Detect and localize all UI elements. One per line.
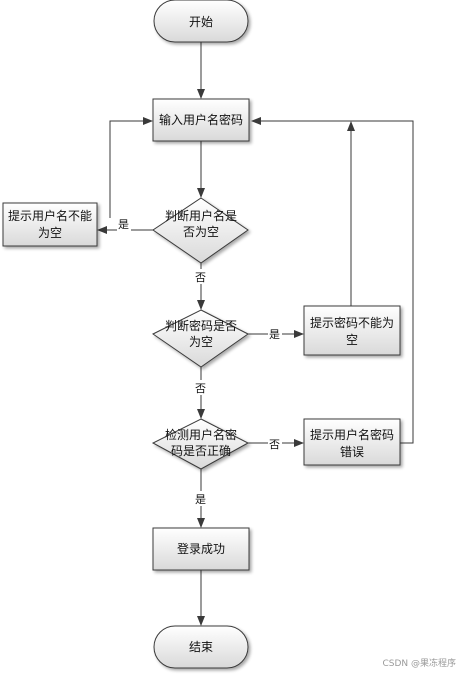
- node-end-label: 结束: [189, 640, 213, 654]
- node-check-user-empty: [152, 197, 249, 264]
- edge-prompt-wrong-back: [251, 117, 414, 444]
- node-prompt-user-empty-line2: 为空: [38, 226, 62, 240]
- node-input-user-pass: [152, 98, 250, 142]
- node-check-user-empty-line1: 判断用户名是: [165, 208, 237, 223]
- node-prompt-user-empty-line1: 提示用户名不能: [8, 208, 92, 223]
- watermark: CSDN @果冻程序: [382, 657, 456, 669]
- node-prompt-wrong: [303, 418, 401, 466]
- node-prompt-wrong-line2: 错误: [340, 445, 364, 459]
- edge-label-verify-yes: 是: [195, 493, 206, 506]
- node-prompt-wrong-line1: 提示用户名密码: [310, 427, 394, 442]
- edge-label-pass-empty-yes: 是: [269, 328, 280, 341]
- node-login-success: [152, 527, 250, 571]
- edge-label-pass-empty-no: 否: [195, 382, 206, 395]
- node-prompt-user-empty: [2, 202, 98, 247]
- edge-labels: 是 否 是 否 否 是: [117, 216, 282, 506]
- node-prompt-pass-empty-line2: 空: [346, 333, 358, 347]
- node-end: [153, 625, 249, 669]
- node-prompt-pass-empty: [303, 305, 401, 356]
- edge-label-user-empty-no: 否: [195, 271, 206, 284]
- node-login-success-label: 登录成功: [177, 541, 225, 556]
- node-check-user-empty-line2: 否为空: [183, 225, 219, 239]
- node-prompt-pass-empty-line1: 提示密码不能为: [310, 315, 394, 330]
- node-check-pass-empty-line2: 为空: [189, 335, 213, 349]
- node-input-user-pass-label: 输入用户名密码: [159, 112, 243, 127]
- node-verify-credentials: [151, 418, 250, 470]
- edge-label-user-empty-yes: 是: [118, 218, 129, 231]
- edge-prompt-user-back: [109, 117, 153, 218]
- edge-label-verify-no: 否: [269, 438, 280, 451]
- node-check-pass-empty: [152, 309, 249, 368]
- node-verify-credentials-line1: 检测用户名密: [165, 427, 237, 442]
- node-verify-credentials-line2: 码是否正确: [171, 444, 231, 458]
- node-start: [153, 0, 249, 43]
- node-start-label: 开始: [189, 15, 213, 29]
- node-check-pass-empty-line1: 判断密码是否: [165, 318, 237, 333]
